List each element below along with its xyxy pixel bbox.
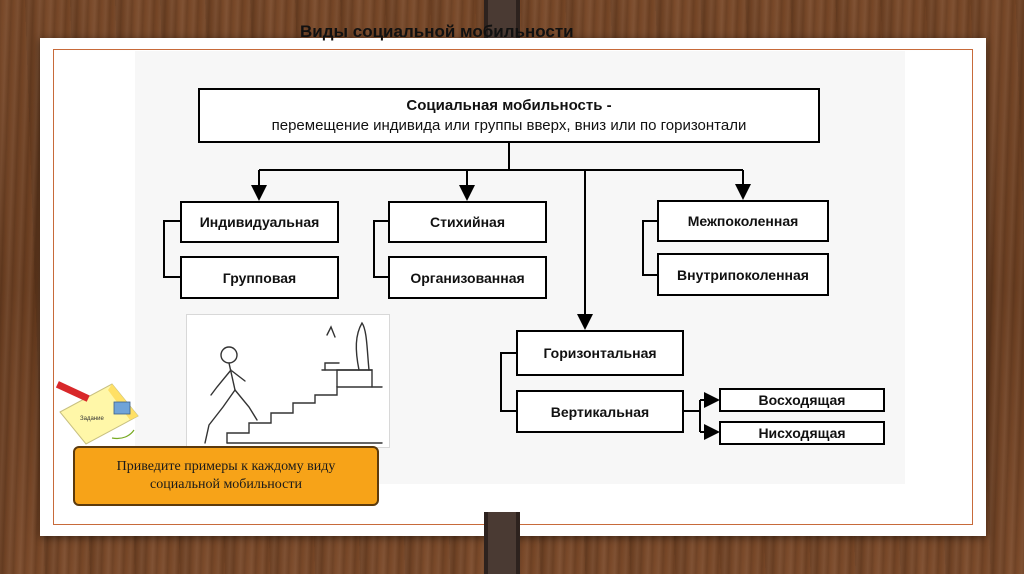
task-sticker: Задание: [52, 378, 142, 453]
bottom-hanger-strip: [484, 512, 520, 574]
stairs-chair-sketch: [186, 314, 390, 448]
node-spontaneous: Стихийная: [388, 201, 547, 243]
node-ascending: Восходящая: [719, 388, 885, 412]
root-term: Социальная мобильность -: [406, 96, 612, 114]
node-descending: Нисходящая: [719, 421, 885, 445]
root-definition-box: Социальная мобильность - перемещение инд…: [198, 88, 820, 143]
root-definition: перемещение индивида или группы вверх, в…: [271, 116, 747, 134]
node-intragenerational: Внутрипоколенная: [657, 253, 829, 296]
node-group: Групповая: [180, 256, 339, 299]
sketch-drawing: [204, 321, 383, 444]
node-vertical: Вертикальная: [516, 390, 684, 433]
task-callout: Приведите примеры к каждому виду социаль…: [73, 446, 379, 506]
diagram-title: Виды социальной мобильности: [300, 22, 574, 41]
node-individual: Индивидуальная: [180, 201, 339, 243]
top-hanger-strip: [484, 0, 520, 44]
task-sticker-art: Задание: [55, 381, 139, 445]
node-organized: Организованная: [388, 256, 547, 299]
node-intergenerational: Межпоколенная: [657, 200, 829, 242]
sticker-label: Задание: [80, 416, 104, 422]
node-horizontal: Горизонтальная: [516, 330, 684, 376]
